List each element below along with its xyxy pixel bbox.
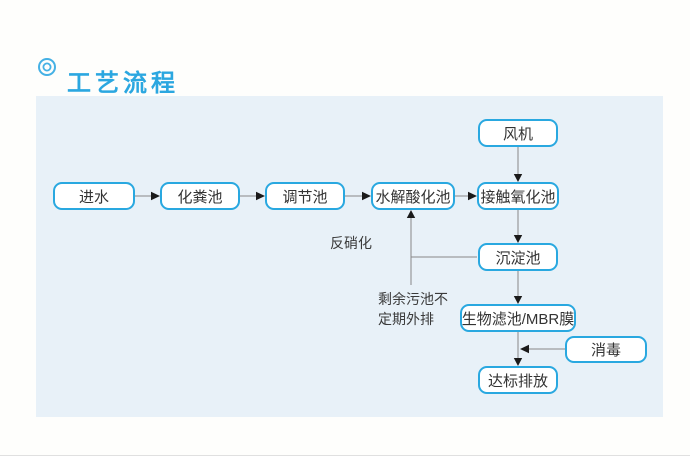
arrowhead-left-icon xyxy=(520,344,529,354)
page-title: 工艺流程 xyxy=(67,70,179,98)
arrowhead-right-icon xyxy=(256,191,265,201)
node-contact-oxidation-tank: 接触氧化池 xyxy=(477,182,559,210)
arrowhead-down-icon xyxy=(513,174,523,182)
arrowhead-down-icon xyxy=(513,296,523,304)
arrowhead-down-icon xyxy=(513,358,523,366)
arrowhead-right-icon xyxy=(151,191,160,201)
node-disinfection: 消毒 xyxy=(565,336,647,363)
arrowhead-right-icon xyxy=(468,191,477,201)
node-blower: 风机 xyxy=(478,119,558,147)
arrowhead-right-icon xyxy=(362,191,371,201)
denitrification-label: 反硝化 xyxy=(330,235,372,251)
sludge-discharge-label: 剩余污池不 定期外排 xyxy=(378,289,448,329)
arrowhead-down-icon xyxy=(513,235,523,243)
node-water-inlet: 进水 xyxy=(53,182,135,210)
node-biofilter-mbr-membrane: 生物滤池/MBR膜 xyxy=(460,304,576,332)
node-hydrolysis-acidification-tank: 水解酸化池 xyxy=(371,182,455,210)
flowchart-panel xyxy=(36,96,663,417)
arrowhead-up-icon xyxy=(406,210,416,218)
node-septic-tank: 化粪池 xyxy=(160,182,240,210)
node-sedimentation-tank: 沉淀池 xyxy=(478,243,558,271)
double-circle-bullet-icon xyxy=(37,57,57,77)
sludge-discharge-label-line2: 定期外排 xyxy=(378,311,434,327)
node-regulation-tank: 调节池 xyxy=(265,182,345,210)
node-standard-discharge: 达标排放 xyxy=(478,366,558,394)
sludge-discharge-label-line1: 剩余污池不 xyxy=(378,291,448,307)
